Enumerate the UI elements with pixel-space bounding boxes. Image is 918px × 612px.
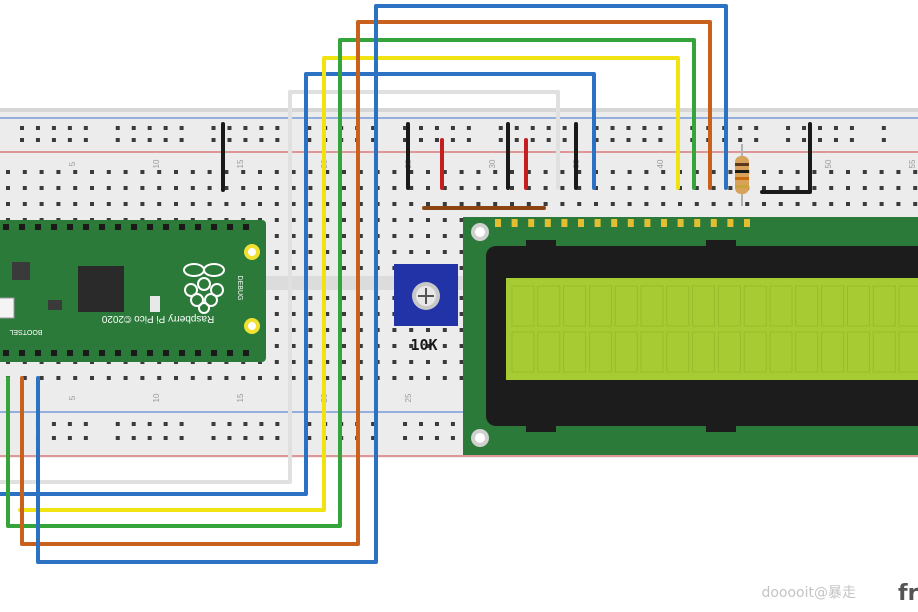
column-number: 50 <box>824 159 833 168</box>
column-number: 5 <box>68 161 77 166</box>
wire-white <box>0 90 560 484</box>
column-number: 25 <box>404 393 413 402</box>
column-number: 10 <box>152 159 161 168</box>
lcd-1602-module <box>463 217 918 455</box>
column-number: 40 <box>656 159 665 168</box>
pico-board-label: Raspberry Pi Pico ©2020 <box>101 313 214 324</box>
lcd-screen <box>506 278 918 380</box>
jumper-black-5 <box>760 122 812 194</box>
column-number: 30 <box>488 159 497 168</box>
watermark-text: dooooit@暴走 <box>761 585 856 601</box>
column-number: 15 <box>236 393 245 402</box>
wire-blue-inner <box>0 72 596 496</box>
pico-debug-label: DEBUG <box>236 276 243 301</box>
raspberry-logo-icon <box>183 263 225 314</box>
usb-connector <box>0 297 15 319</box>
column-number: 5 <box>68 395 77 400</box>
raspberry-pi-pico: Raspberry Pi Pico ©2020 BOOTSEL DEBUG <box>0 220 266 362</box>
column-number: 10 <box>152 393 161 402</box>
resistor <box>735 144 749 206</box>
watermark-brand: fr <box>898 581 918 606</box>
column-number: 55 <box>908 159 917 168</box>
wire-orange <box>20 20 712 546</box>
wire-blue-outer <box>36 4 728 564</box>
wire-yellow <box>18 56 680 512</box>
pico-bootsel-label: BOOTSEL <box>9 328 42 335</box>
potentiometer: 10K <box>394 264 458 354</box>
jumper-wires <box>0 4 812 564</box>
wire-green <box>6 38 696 528</box>
column-number: 15 <box>236 159 245 168</box>
rp2040-chip <box>78 266 124 312</box>
potentiometer-label: 10K <box>410 336 437 354</box>
